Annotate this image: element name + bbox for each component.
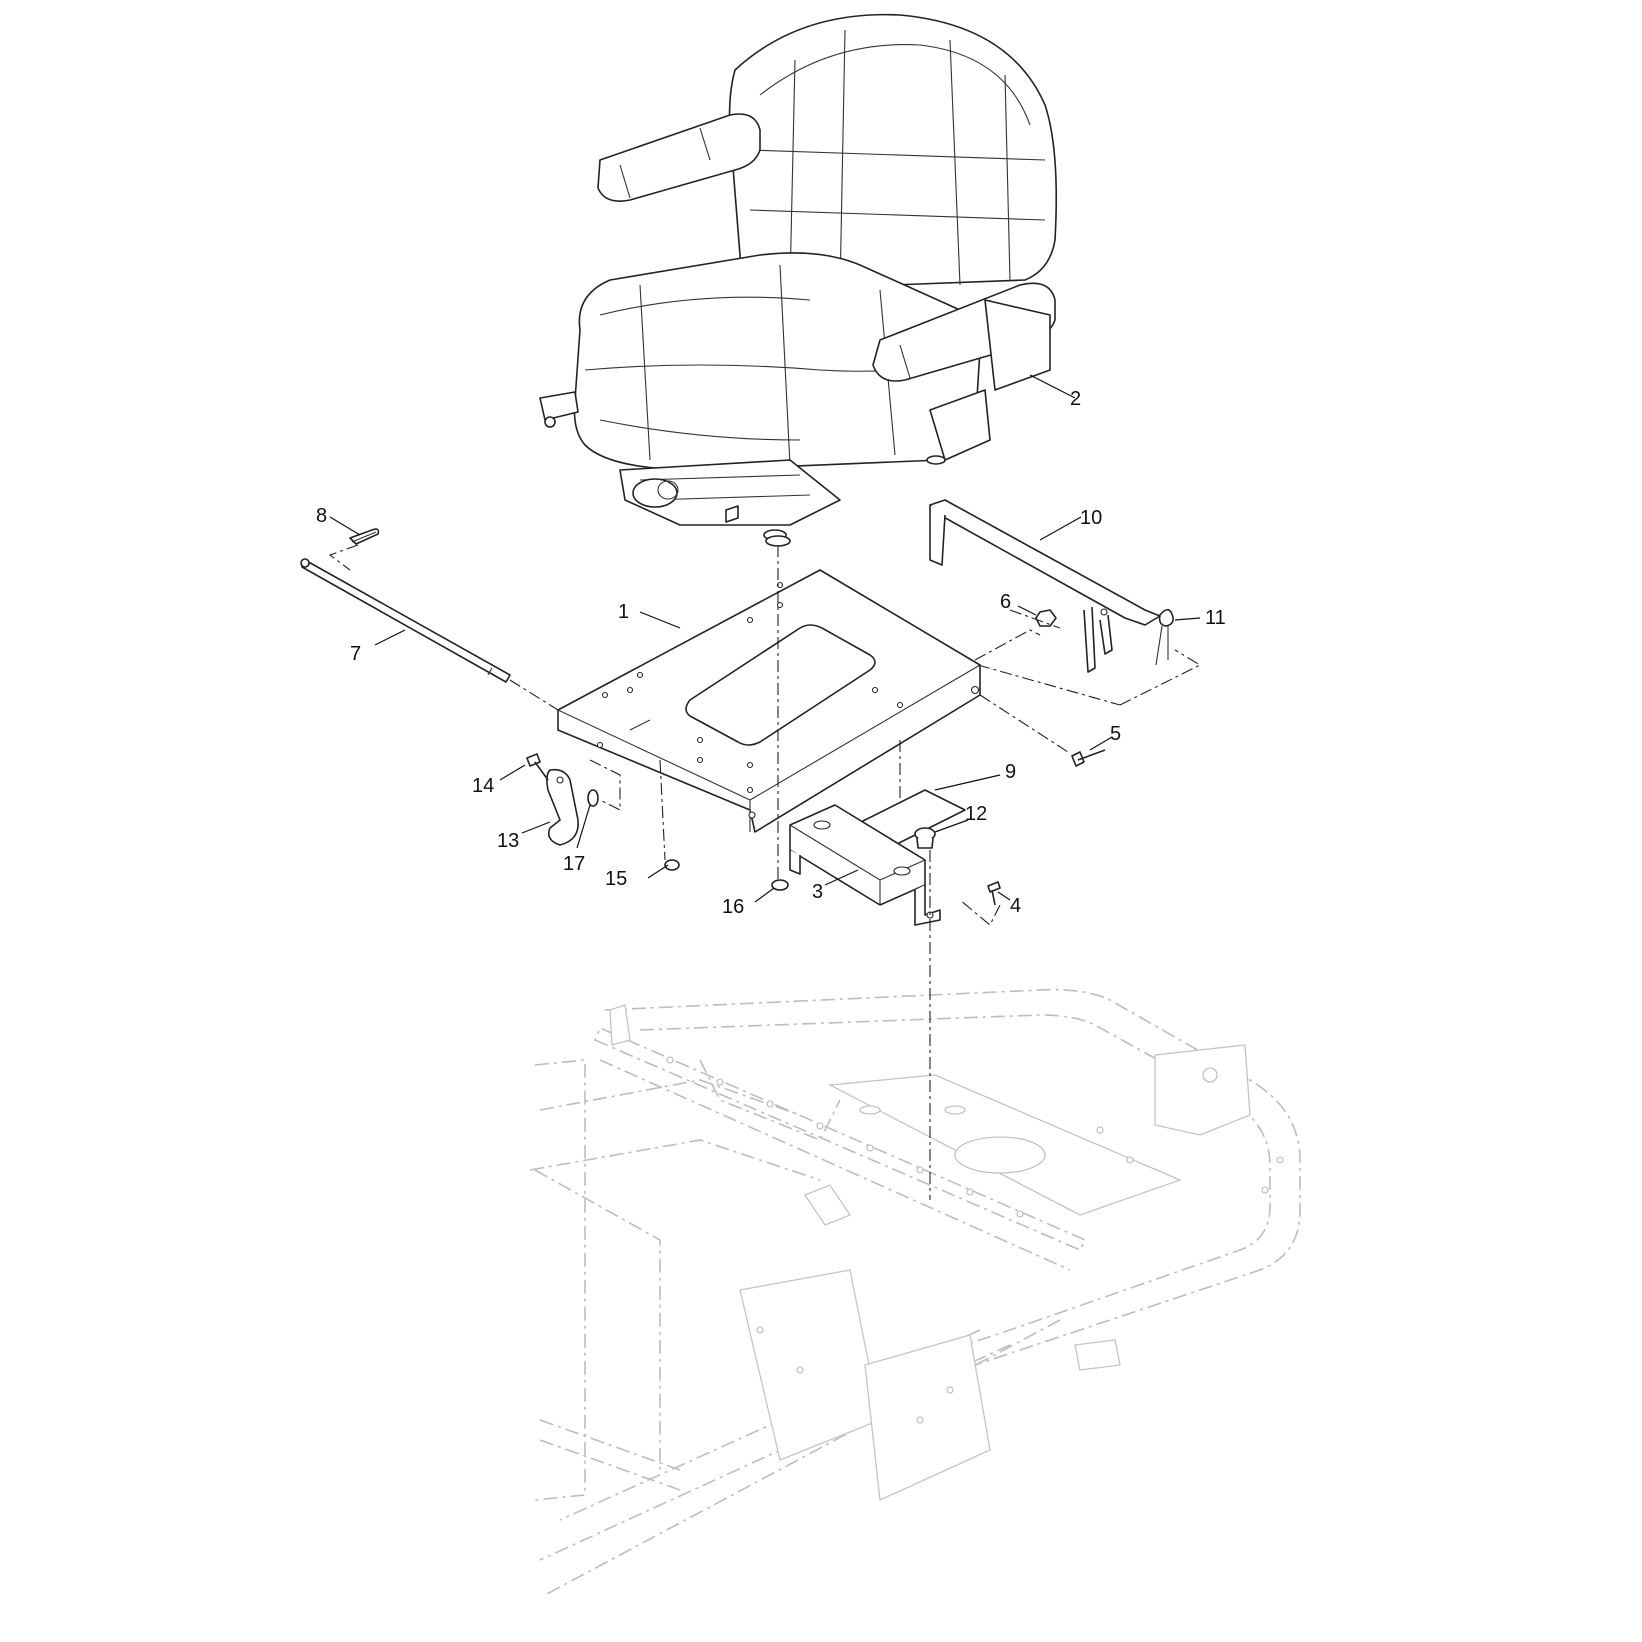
callout-1: 1 [618,601,629,623]
callout-5: 5 [1110,723,1121,745]
pivot-rod [300,558,511,683]
assembly-centerlines [328,544,1202,1200]
callout-6: 6 [1000,591,1011,613]
leader-lines [329,374,1201,903]
callout-15: 15 [605,868,627,890]
hardware [526,535,1174,906]
seat-mount-plate [557,569,981,833]
callout-10: 10 [1080,507,1102,529]
callout-14: 14 [472,775,494,797]
seat-latch-bracket [789,804,941,926]
seat-assembly [539,13,1058,541]
callout-7: 7 [350,643,361,665]
callout-labels: 1 2 3 4 5 6 7 8 9 10 11 12 13 14 15 16 1… [316,388,1226,918]
callout-12: 12 [965,803,987,825]
callout-8: 8 [316,505,327,527]
callout-17: 17 [563,853,585,875]
callout-13: 13 [497,830,519,852]
chassis-frame [529,988,1301,1596]
callout-9: 9 [1005,761,1016,783]
callout-11: 11 [1205,607,1226,629]
rubber-bumper [914,827,936,849]
seat-support-bracket [929,499,1161,673]
callout-2: 2 [1070,388,1081,410]
hairpin-cotter [349,528,380,545]
callout-4: 4 [1010,895,1021,917]
callout-16: 16 [722,896,744,918]
callout-3: 3 [812,881,823,903]
